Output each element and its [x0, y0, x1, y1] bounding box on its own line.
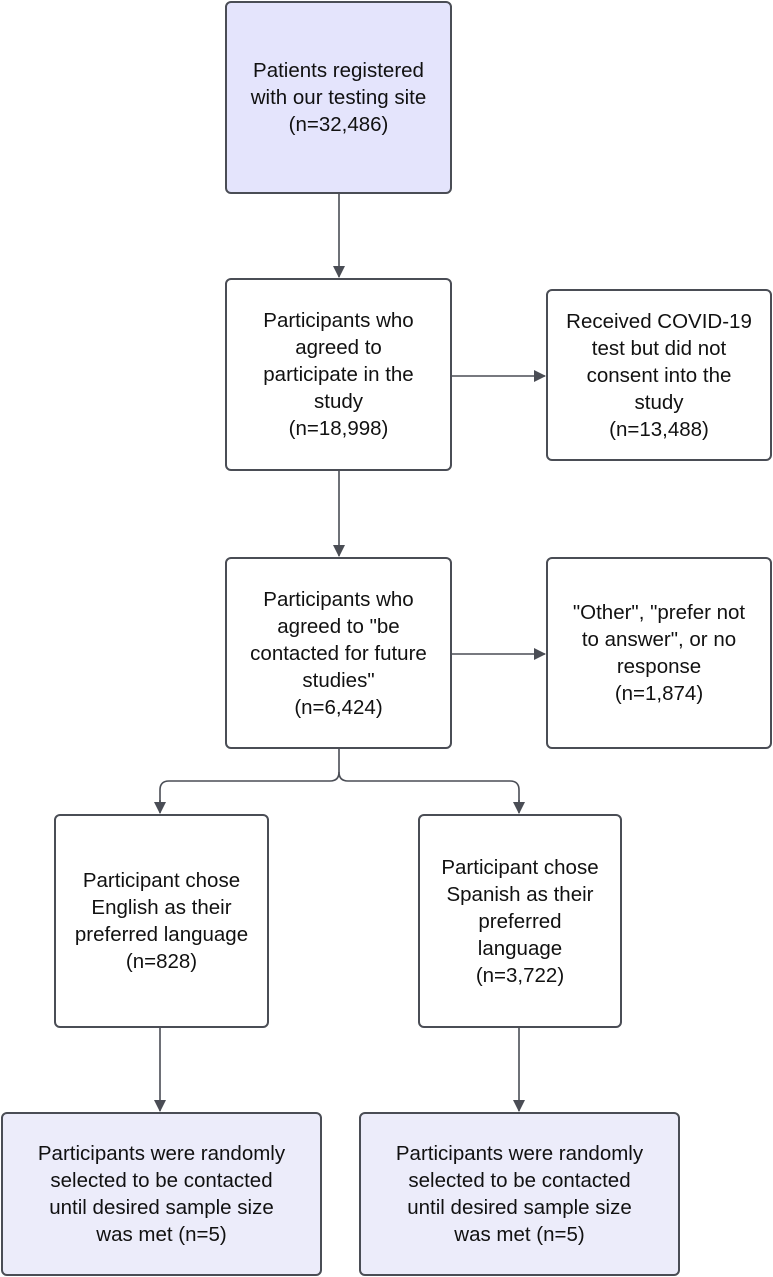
box-no-consent-text: Received COVID-19 test but did not conse… [566, 309, 752, 441]
box-english-selected-text: Participants were randomly selected to b… [37, 1142, 286, 1246]
connector-split-right [338, 771, 520, 812]
box-patients-registered-text: Patients registered with our testing sit… [250, 59, 427, 136]
box-agreed-to-participate: Participants who agreed to participate i… [225, 278, 452, 471]
box-spanish-selected-text: Participants were randomly selected to b… [395, 1142, 644, 1246]
box-english-selected: Participants were randomly selected to b… [1, 1112, 322, 1276]
box-no-consent: Received COVID-19 test but did not conse… [546, 289, 772, 461]
box-other-response: "Other", "prefer not to answer", or no r… [546, 557, 772, 749]
box-other-response-text: "Other", "prefer not to answer", or no r… [572, 601, 746, 705]
box-future-contact-text: Participants who agreed to "be contacted… [250, 587, 427, 719]
box-english: Participant chose English as their prefe… [54, 814, 269, 1028]
box-english-text: Participant chose English as their prefe… [74, 869, 249, 973]
box-agreed-to-participate-text: Participants who agreed to participate i… [263, 309, 414, 440]
box-spanish-selected: Participants were randomly selected to b… [359, 1112, 680, 1276]
box-future-contact: Participants who agreed to "be contacted… [225, 557, 452, 749]
connector-split-to-languages [159, 749, 340, 812]
box-patients-registered: Patients registered with our testing sit… [225, 1, 452, 194]
box-spanish-text: Participant chose Spanish as their prefe… [441, 855, 599, 987]
box-spanish: Participant chose Spanish as their prefe… [418, 814, 622, 1028]
